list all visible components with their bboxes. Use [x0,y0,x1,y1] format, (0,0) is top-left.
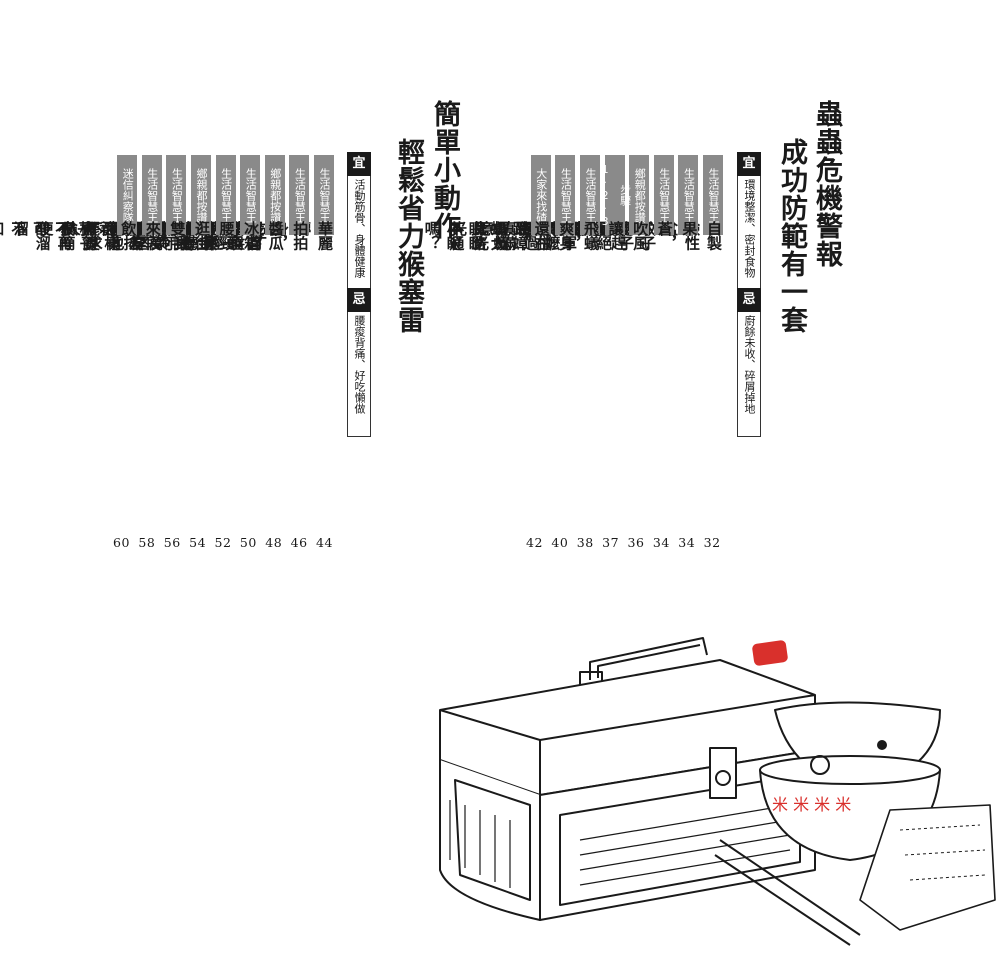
ji-text: 腰痠背痛、好吃懶做 [353,315,366,414]
ji-text: 廚餘未收、碎屑掉地 [743,315,756,414]
item-category-tag: 鄉親都按讚 [629,155,650,235]
ji-label: 忌 [347,288,371,312]
item-category-tag: 生活智慧王 [314,155,334,235]
item-category-tag: 鄉親都按讚 [264,155,285,235]
item-category-tag: 生活智慧王 [289,155,310,235]
item-category-tag: 生活智慧王 [240,155,261,235]
item-category-label: 生活智慧王 [293,167,307,223]
page-numbers-right: 42 40 38 37 36 34 34 32 [526,535,721,550]
item-category-tag: 生活智慧王 [580,155,600,235]
item-category-label: 生活智慧王 [219,167,233,223]
ji-label: 忌 [737,288,761,312]
item-category-tag: 步驟1·2·3 [599,155,632,235]
item-category-label: 生活智慧王 [707,167,720,223]
section-title-line1: 簡單小動作 [429,100,460,240]
item-title: 拍拍屁股，罐頭就乖乖聽話 [159,221,310,250]
item-title: 華麗轉身，布丁落盤好輕鬆 [184,221,334,250]
item-title: 醬瓜就醬開，輕鬆省力笑呵呵 [135,221,285,250]
item-title: 來段輕搖滾，橘子不再酸溜溜 [11,221,162,250]
yi-label: 宜 [347,152,371,176]
section-title-line1: 蟲蟲危機警報 [811,100,842,268]
item-category-tag: 迷信糾察隊 [117,155,138,235]
item-category-label: 生活智慧王 [682,167,696,223]
yi-text: 活動筋骨、身體健康 [353,179,366,278]
item-title: 果蠅不敢杯中物 [548,221,699,236]
item-title: 蒼蠅緊握終成空 [524,221,674,236]
toolbox-and-bowls-illustration: 米 米 米 米 [439,637,996,946]
item-category-label: 步驟1·2·3 [598,162,632,228]
item-category-tag: 生活智慧王 [555,155,576,235]
section-title-line2: 成功防範有一套 [776,138,807,334]
yi-text: 環境整潔、密封食物 [743,179,756,278]
item-category-tag: 生活智慧王 [653,155,674,235]
item-title: 爽身粉擋路，螞蟻此路不通 [447,221,576,250]
item-category-label: 生活智慧王 [657,167,671,223]
item-category-label: 生活智慧王 [170,167,184,223]
item-title: 飛蟻大軍入侵，見光死光光 [450,221,600,250]
item-category-tag: 生活智慧王 [703,155,723,235]
item-category-tag: 生活智慧王 [141,155,162,235]
item-category-tag: 大家來找碴 [530,155,551,235]
item-category-tag: 生活智慧王 [215,155,236,235]
item-category-label: 鄉親都按讚 [268,167,282,223]
item-title: 雙手萬萬能，這樣煮飯真簡便 [36,221,187,250]
item-category-label: 生活智慧王 [559,167,573,223]
item-category-label: 生活智慧王 [145,167,159,223]
item-category-label: 迷信糾察隊 [121,167,135,223]
item-category-label: 生活智慧王 [584,167,597,223]
item-title: 讓你蚤不到 [518,221,625,236]
item-category-tag: 生活智慧王 [678,155,699,235]
item-category-tag: 生活智慧王 [166,155,187,235]
item-title: 飲君子不可不知解酒事 [0,221,138,236]
item-category-label: 鄉親都按讚 [195,167,208,223]
section-title-line2: 輕鬆省力猴塞雷 [393,138,424,334]
yi-label: 宜 [737,152,761,176]
item-title: 冰箱凍一凍，絲襪愈冷愈堅強 [110,221,261,250]
yi-ji-box: 宜 活動筋骨、身體健康 忌 腰痠背痛、好吃懶做 [347,152,371,437]
item-title: 還在跟蟑螂大眼瞪小眼嗎？ [422,221,551,250]
item-category-label: 生活智慧王 [244,167,258,223]
item-title: 腰頸黃金比例，試穿再也不求人 [63,221,236,250]
svg-text:米 米 米 米: 米 米 米 米 [772,795,851,814]
item-category-tag: 鄉親都按讚 [191,155,211,235]
item-category-label: 大家來找碴 [534,167,548,223]
page-numbers-left: 60 58 56 54 52 50 48 46 44 [113,535,333,550]
item-title: 自製鹼性盆，蚊子絕子更絕孫 [573,221,723,250]
item-category-label: 鄉親都按讚 [633,167,647,223]
item-title: 逛街免試穿，男友不再擺臭臉 [61,221,211,250]
yi-ji-box: 宜 環境整潔、密封食物 忌 廚餘未收、碎屑掉地 [737,152,761,437]
item-category-label: 生活智慧王 [318,167,331,223]
